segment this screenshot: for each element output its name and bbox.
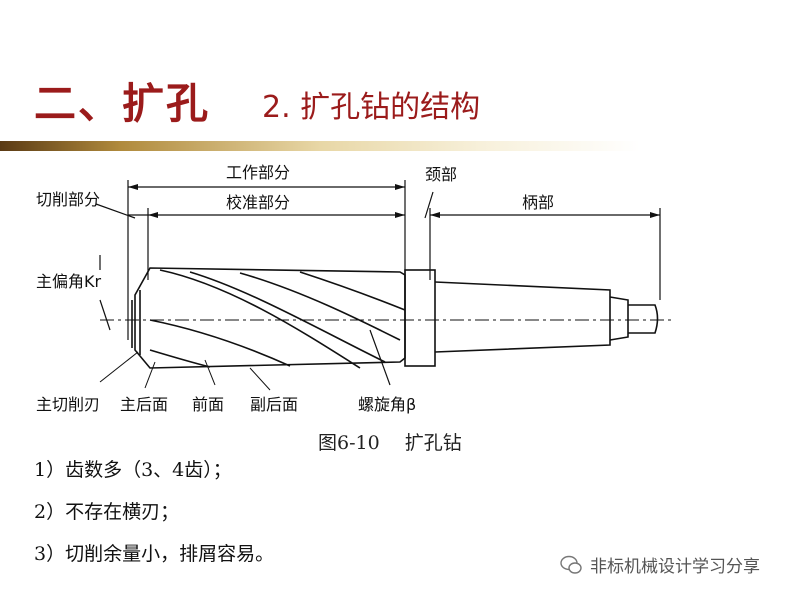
list-item: 1）齿数多（3、4齿）； xyxy=(34,459,232,481)
label-shank: 柄部 xyxy=(522,193,554,212)
list-item: 3）切削余量小，排屑容易。 xyxy=(34,543,275,565)
label-rake-face: 前面 xyxy=(192,395,224,414)
label-work-part: 工作部分 xyxy=(226,163,290,182)
label-neck: 颈部 xyxy=(425,165,457,184)
list-item: 2）不存在横刃； xyxy=(34,501,180,523)
label-cutting-part: 切削部分 xyxy=(36,190,100,209)
label-main-angle: 主偏角Kr xyxy=(36,272,101,291)
label-calibration-part: 校准部分 xyxy=(226,193,290,212)
wechat-icon xyxy=(560,555,582,574)
watermark-text: 非标机械设计学习分享 xyxy=(590,557,760,577)
label-main-edge: 主切削刃 xyxy=(36,395,100,414)
watermark: 非标机械设计学习分享 xyxy=(560,552,760,577)
title-divider xyxy=(0,141,800,151)
page-title: 二、扩孔 xyxy=(34,79,211,128)
drill-diagram: 工作部分 颈部 切削部分 校准部分 柄部 主偏角Kr 主切削刃 主后面 前面 副… xyxy=(36,163,675,414)
bullet-list: 1）齿数多（3、4齿）； 2）不存在横刃； 3）切削余量小，排屑容易。 xyxy=(34,458,274,584)
figure-caption: 图6-10 扩孔钻 xyxy=(318,432,462,454)
page-subtitle: 2. 扩孔钻的结构 xyxy=(262,90,481,125)
label-secondary-flank: 副后面 xyxy=(250,395,298,414)
label-main-flank: 主后面 xyxy=(120,395,168,414)
label-helix-angle: 螺旋角β xyxy=(358,395,416,414)
